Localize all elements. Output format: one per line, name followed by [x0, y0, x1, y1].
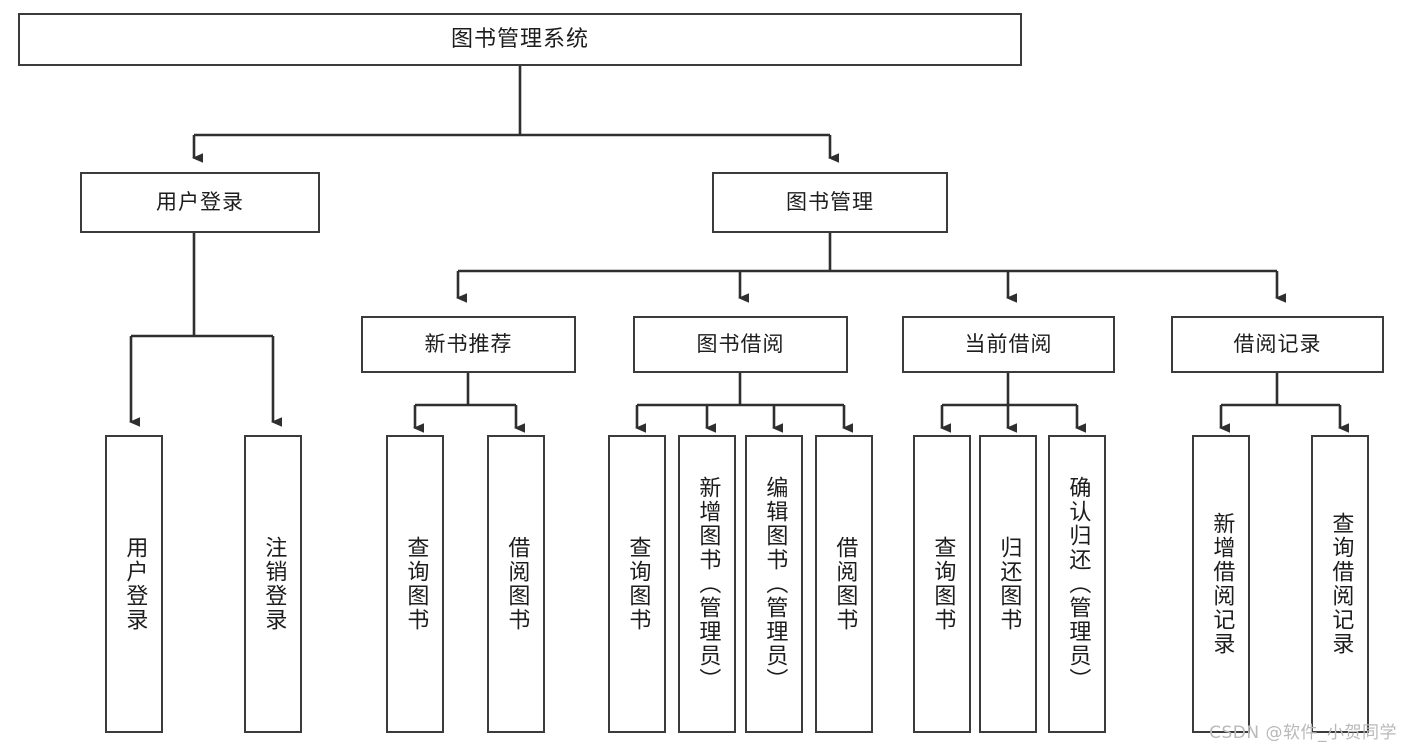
watermark-text: CSDN @软件_小贺同学 [1209, 723, 1397, 743]
node-book-management[interactable]: 图书管理 [712, 172, 948, 233]
leaf-label: 确认归还（管理员） [1065, 476, 1091, 692]
leaf-label: 查询借阅记录 [1328, 512, 1354, 656]
leaf-current-return-book[interactable]: 归还图书 [979, 435, 1037, 733]
leaf-label: 新增图书（管理员） [695, 476, 721, 692]
node-root-system[interactable]: 图书管理系统 [18, 13, 1022, 66]
leaf-recommend-query-book[interactable]: 查询图书 [386, 435, 444, 733]
leaf-label: 编辑图书（管理员） [762, 476, 788, 692]
node-label: 图书借阅 [696, 332, 785, 357]
leaf-record-query-record[interactable]: 查询借阅记录 [1311, 435, 1369, 733]
leaf-label: 借阅图书 [504, 536, 530, 632]
node-current-borrow[interactable]: 当前借阅 [902, 316, 1115, 373]
leaf-current-confirm-return-admin[interactable]: 确认归还（管理员） [1048, 435, 1106, 733]
leaf-borrow-query-book[interactable]: 查询图书 [608, 435, 666, 733]
node-label: 图书管理 [786, 190, 874, 215]
leaf-label: 归还图书 [996, 536, 1022, 632]
leaf-recommend-borrow-book[interactable]: 借阅图书 [487, 435, 545, 733]
leaf-label: 查询图书 [403, 536, 429, 632]
leaf-record-add-record[interactable]: 新增借阅记录 [1192, 435, 1250, 733]
leaf-user-login-logout[interactable]: 注销登录 [244, 435, 302, 733]
leaf-label: 查询图书 [625, 536, 651, 632]
leaf-borrow-borrow-book[interactable]: 借阅图书 [815, 435, 873, 733]
node-user-login[interactable]: 用户登录 [80, 172, 320, 233]
node-new-book-recommend[interactable]: 新书推荐 [361, 316, 576, 373]
node-book-borrow[interactable]: 图书借阅 [633, 316, 848, 373]
node-label: 图书管理系统 [450, 26, 589, 52]
leaf-label: 注销登录 [261, 536, 287, 632]
leaf-label: 查询图书 [930, 536, 956, 632]
leaf-current-query-book[interactable]: 查询图书 [913, 435, 971, 733]
leaf-user-login-login[interactable]: 用户登录 [105, 435, 163, 733]
node-label: 借阅记录 [1233, 332, 1322, 357]
leaf-label: 借阅图书 [832, 536, 858, 632]
leaf-label: 用户登录 [122, 536, 148, 632]
leaf-borrow-edit-book-admin[interactable]: 编辑图书（管理员） [745, 435, 803, 733]
leaf-label: 新增借阅记录 [1209, 512, 1235, 656]
node-label: 用户登录 [156, 190, 244, 215]
node-label: 当前借阅 [964, 332, 1053, 357]
node-label: 新书推荐 [424, 332, 513, 357]
node-borrow-record[interactable]: 借阅记录 [1171, 316, 1384, 373]
leaf-borrow-add-book-admin[interactable]: 新增图书（管理员） [678, 435, 736, 733]
